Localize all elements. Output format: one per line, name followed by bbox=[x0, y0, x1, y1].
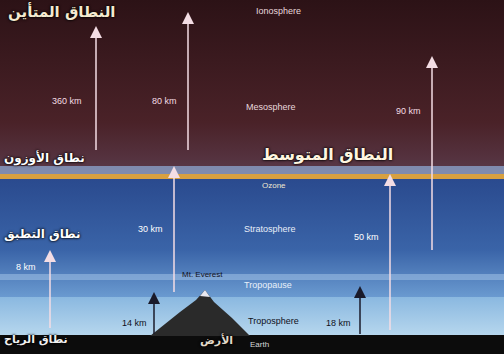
height-arrow bbox=[431, 62, 433, 250]
height-arrow bbox=[153, 298, 155, 334]
earth-label: Earth bbox=[250, 340, 269, 349]
height-label: 18 km bbox=[326, 318, 351, 328]
snow-cap bbox=[200, 290, 210, 297]
height-arrow bbox=[49, 256, 51, 328]
arabic-layer-name: نطاق التطبق bbox=[4, 228, 81, 242]
height-label: 90 km bbox=[396, 106, 421, 116]
height-arrow bbox=[359, 292, 361, 334]
height-arrow bbox=[95, 32, 97, 150]
stratosphere-band bbox=[0, 179, 504, 297]
layer-name: Ionosphere bbox=[256, 6, 301, 16]
layer-name: Tropopause bbox=[244, 280, 292, 290]
layer-name: Troposphere bbox=[248, 316, 299, 326]
ozone-band bbox=[0, 174, 504, 179]
arabic-layer-name: النطاق المتوسط bbox=[262, 146, 393, 164]
height-label: 80 km bbox=[152, 96, 177, 106]
upper-sky bbox=[0, 0, 504, 175]
arabic-earth-label: الأرض bbox=[200, 335, 233, 348]
earth-ground bbox=[0, 335, 504, 354]
layer-name: Ozone bbox=[262, 181, 286, 190]
arabic-layer-name: نطاق الرياح bbox=[4, 334, 68, 347]
layer-name: Mesosphere bbox=[246, 102, 296, 112]
arabic-layer-name: نطاق الأوزون bbox=[4, 152, 85, 166]
height-label: 360 km bbox=[52, 96, 82, 106]
layer-name: Stratosphere bbox=[244, 224, 296, 234]
height-label: 50 km bbox=[354, 232, 379, 242]
height-label: 30 km bbox=[138, 224, 163, 234]
mountain bbox=[150, 290, 250, 336]
height-arrow bbox=[187, 18, 189, 150]
tropopause-line bbox=[0, 274, 504, 280]
haze-band bbox=[0, 166, 504, 174]
height-arrow bbox=[389, 180, 391, 330]
troposphere-band bbox=[0, 297, 504, 337]
arabic-layer-name: النطاق المتأين bbox=[8, 4, 116, 21]
peak-name: Mt. Everest bbox=[182, 270, 222, 279]
height-arrow bbox=[173, 172, 175, 292]
height-label: 8 km bbox=[16, 262, 36, 272]
height-label: 14 km bbox=[122, 318, 147, 328]
